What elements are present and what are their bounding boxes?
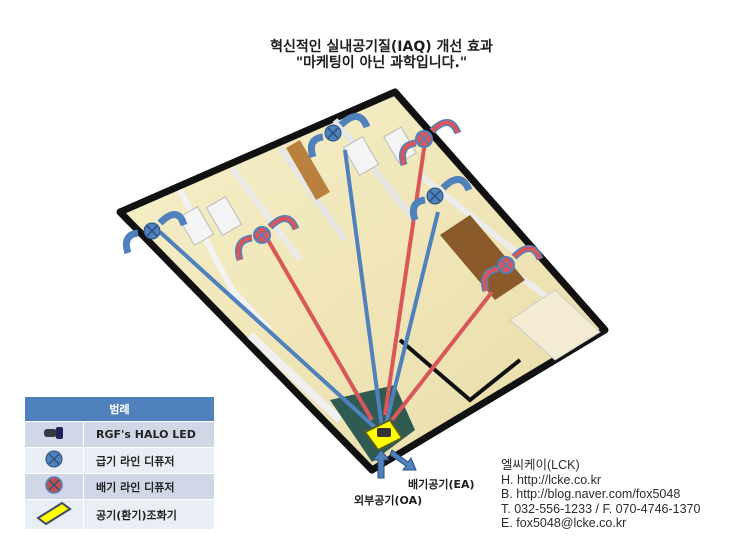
- legend-row: 배기 라인 디퓨저: [24, 473, 215, 500]
- email-link[interactable]: E. fox5048@lcke.co.kr: [501, 516, 627, 530]
- company-name: 엘씨케이(LCK): [501, 458, 580, 472]
- supply-diffuser-3: [409, 176, 473, 222]
- outdoor-air-label: 외부공기(OA): [354, 494, 423, 507]
- supply-diffuser-2: [307, 113, 371, 159]
- legend-row: 공기(환기)조화기: [24, 499, 215, 530]
- halo-led-icon: [44, 427, 63, 439]
- legend-row: 급기 라인 디퓨저: [24, 447, 215, 474]
- supply-diffuser-1: [122, 211, 188, 255]
- exhaust-diffuser-2: [399, 119, 462, 167]
- blog-link[interactable]: B. http://blog.naver.com/fox5048: [501, 487, 681, 501]
- title-line-1: 혁신적인 실내공기질(IAQ) 개선 효과: [270, 39, 493, 55]
- exhaust-air-label: 배기공기(EA): [408, 478, 475, 491]
- title-line-2: "마케팅이 아닌 과학입니다.": [295, 55, 468, 71]
- air-handler-unit: [363, 418, 404, 452]
- legend-label: 공기(환기)조화기: [83, 499, 215, 530]
- legend-label: RGF's HALO LED: [83, 421, 215, 448]
- exhaust-diffuser-icon: [45, 476, 63, 494]
- supply-diffuser-icon: [45, 450, 63, 468]
- legend-header: 범례: [24, 396, 215, 422]
- legend-row: RGF's HALO LED: [24, 421, 215, 448]
- homepage-link[interactable]: H. http://lcke.co.kr: [501, 472, 602, 487]
- contact-info: 엘씨케이(LCK) H. http://lcke.co.kr B. http:/…: [501, 458, 700, 531]
- air-handler-icon: [36, 501, 72, 526]
- legend-label: 급기 라인 디퓨저: [83, 447, 215, 474]
- exhaust-lines: [266, 141, 494, 422]
- phone-fax: T. 032-556-1233 / F. 070-4746-1370: [501, 501, 701, 516]
- legend-label: 배기 라인 디퓨저: [83, 473, 215, 500]
- exhaust-diffuser-1: [235, 215, 300, 262]
- supply-lines: [158, 149, 440, 434]
- legend-table: 범례 RGF's HALO LED 급기 라인 디퓨저 배기 라인 디퓨저 공기…: [24, 396, 215, 530]
- exhaust-diffuser-3: [481, 245, 544, 293]
- flow-arrows: [371, 449, 417, 479]
